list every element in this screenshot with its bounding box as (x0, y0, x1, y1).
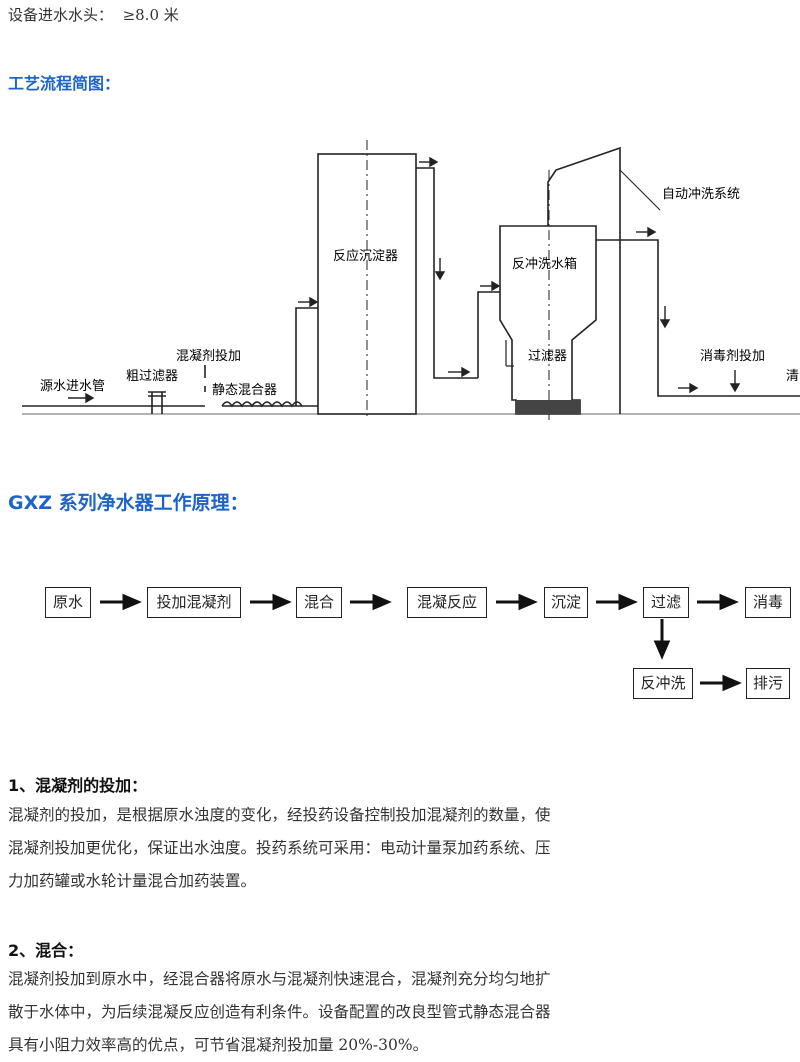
principle-heading: GXZ 系列净水器工作原理： (8, 492, 249, 514)
auto-flush-hood (547, 146, 621, 414)
flow-arrow-branch (722, 674, 742, 692)
label-inlet-pipe: 源水进水管 (40, 379, 105, 394)
section-1-title: 1、混凝剂的投加： (8, 776, 148, 795)
settler-out-arrow (429, 156, 439, 168)
label-static-mixer: 静态混合器 (212, 383, 277, 398)
flow-step-discharge: 排污 (746, 668, 790, 699)
auto-flush-leader (619, 169, 661, 211)
flow-arrow-6 (719, 593, 739, 611)
filter-base (516, 400, 580, 414)
flow-arrow-5 (618, 593, 638, 611)
settler-outlet-pipe (416, 167, 478, 379)
flow-arrow-1 (122, 593, 142, 611)
filter-body (499, 225, 597, 415)
flow-step-disinfection: 消毒 (745, 587, 791, 618)
to-disinfect-arrow (689, 382, 699, 394)
settler-in-arrow (309, 296, 319, 308)
label-coarse-filter: 粗过滤器 (126, 369, 178, 384)
principle-flowchart: 原水 投加混凝剂 混合 混凝反应 沉淀 过滤 消毒 反冲洗 排污 (0, 560, 800, 710)
flow-step-settling: 沉淀 (544, 587, 588, 618)
process-diagram-heading: 工艺流程简图： (8, 74, 121, 93)
section-2-line: 具有小阻力效率高的优点，可节省混凝剂投加量 20%-30%。 (8, 1036, 429, 1054)
section-2-body: 混凝剂投加到原水中，经混合器将原水与混凝剂快速混合，混凝剂充分均匀地扩 散于水体… (8, 963, 668, 1062)
flow-step-raw-water: 原水 (45, 587, 91, 618)
flow-arrow-down (653, 640, 671, 660)
flow-step-backwash: 反冲洗 (633, 668, 693, 699)
section-2-line: 散于水体中，为后续混凝反应创造有利条件。设备配置的改良型管式静态混合器 (8, 1003, 551, 1021)
flow-step-coagulation: 混凝反应 (407, 587, 487, 618)
label-coagulant-dosing: 混凝剂投加 (176, 348, 241, 364)
section-1-body: 混凝剂的投加，是根据原水浊度的变化，经投药设备控制投加混凝剂的数量，使 混凝剂投… (8, 799, 668, 898)
settler-inlet-pipe (295, 307, 318, 406)
flow-step-add-coagulant: 投加混凝剂 (147, 587, 241, 618)
label-filter: 过滤器 (528, 349, 567, 364)
label-backwash-tank: 反冲洗水箱 (512, 256, 577, 272)
spec-label: 设备进水水头： (8, 6, 114, 24)
section-2-line: 混凝剂投加到原水中，经混合器将原水与混凝剂快速混合，混凝剂充分均匀地扩 (8, 970, 551, 988)
process-schematic: 源水进水管 粗过滤器 混凝剂投加 静态混合器 反应沉淀器 反冲洗水箱 过滤器 自… (22, 140, 800, 420)
flow-step-filtration: 过滤 (643, 587, 689, 618)
label-auto-flush: 自动冲洗系统 (662, 187, 740, 202)
down-arrow-2 (659, 319, 671, 329)
section-2-title: 2、混合： (8, 941, 84, 960)
label-reaction-settler: 反应沉淀器 (333, 248, 398, 264)
section-1-line: 混凝剂的投加，是根据原水浊度的变化，经投药设备控制投加混凝剂的数量，使 (8, 806, 551, 824)
inlet-head-spec: 设备进水水头： ≥8.0 米 (8, 4, 179, 25)
label-disinfectant-dosing: 消毒剂投加 (700, 348, 765, 364)
flow-arrow-3 (372, 593, 392, 611)
filter-out-arrow (647, 226, 657, 238)
coarse-filter-symbol (148, 391, 166, 414)
section-1-line: 力加药罐或水轮计量混合加药装置。 (8, 872, 257, 890)
flow-arrow-2 (272, 593, 292, 611)
flow-step-mixing: 混合 (296, 587, 342, 618)
disinfection-pipe (596, 239, 800, 397)
filter-inlet-pipe (477, 291, 500, 378)
to-filter-arrow (461, 366, 471, 378)
label-clear-cut: 清 (786, 369, 799, 384)
downflow-arrow (434, 271, 446, 281)
flow-arrows (100, 593, 742, 692)
inlet-arrow (85, 392, 95, 404)
flow-arrow-4 (518, 593, 538, 611)
filter-in-arrow (491, 280, 501, 292)
spec-value: ≥8.0 米 (122, 6, 179, 24)
section-1-line: 混凝剂投加更优化，保证出水浊度。投药系统可采用：电动计量泵加药系统、压 (8, 839, 551, 857)
dosing-arrow (729, 383, 741, 393)
